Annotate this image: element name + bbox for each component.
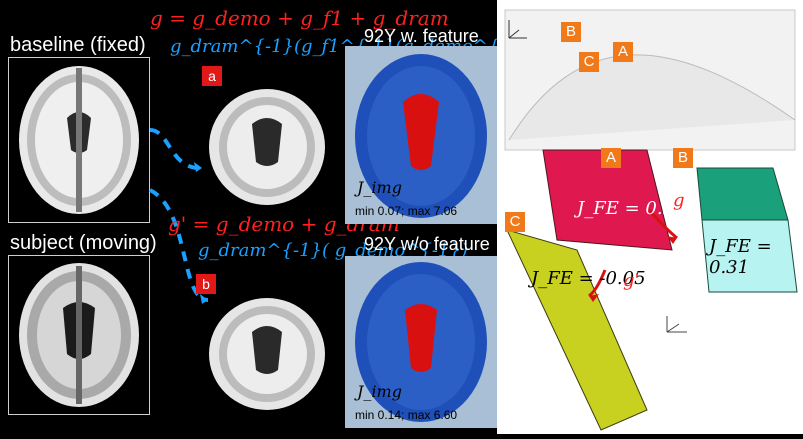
baseline-image-frame bbox=[8, 57, 150, 223]
warped-brain-a bbox=[209, 89, 325, 205]
subject-label: subject (moving) bbox=[10, 232, 157, 254]
jacobian-map-top: J_img min 0.07; max 7.06 bbox=[345, 46, 497, 224]
baseline-label: baseline (fixed) bbox=[10, 34, 146, 56]
minmax-bottom: min 0.14; max 6.60 bbox=[355, 408, 458, 422]
label-a-top: A bbox=[613, 42, 633, 62]
jacobian-map-bottom-drawing bbox=[355, 262, 487, 422]
warped-brain-b bbox=[209, 298, 325, 410]
axes-icon-small bbox=[666, 316, 687, 333]
jimg-label-bottom: J_img bbox=[357, 382, 402, 401]
label-b-top: B bbox=[561, 22, 581, 42]
subject-image-frame bbox=[8, 255, 150, 415]
jacobian-map-bottom: J_img min 0.14; max 6.60 bbox=[345, 256, 497, 428]
jimg-label-top: J_img bbox=[357, 178, 402, 197]
axes-icon bbox=[508, 20, 527, 39]
dashed-arrows bbox=[148, 128, 209, 304]
label-b-block: B bbox=[673, 148, 693, 168]
equation-g: g = g_demo + g_f1 + g_dram bbox=[150, 6, 449, 30]
fe-diagram bbox=[504, 9, 798, 431]
map-title-bottom: 92Y w/o feature bbox=[364, 234, 490, 254]
tag-a: a bbox=[202, 66, 222, 86]
label-c-block: C bbox=[505, 212, 525, 232]
block-b-top bbox=[696, 167, 789, 221]
tag-b: b bbox=[196, 274, 216, 294]
minmax-top: min 0.07; max 7.06 bbox=[355, 204, 458, 218]
jfe-c: J_FE = -0.05 bbox=[531, 268, 646, 289]
baseline-brain bbox=[19, 66, 139, 214]
block-c bbox=[506, 229, 648, 431]
subject-brain bbox=[19, 263, 139, 407]
label-a-block: A bbox=[601, 148, 621, 168]
g-label: g bbox=[673, 190, 685, 211]
jacobian-map-top-drawing bbox=[355, 54, 487, 218]
block-b-front bbox=[701, 219, 798, 293]
label-c-top: C bbox=[579, 52, 599, 72]
equation-gprime-inverse: g_dram^{-1}( g_demo^{-1}) bbox=[198, 240, 468, 261]
jfe-b: J_FE = 0.31 bbox=[709, 236, 772, 278]
gprime-label: g' bbox=[623, 270, 640, 291]
map-title-top: 92Y w. feature bbox=[364, 26, 479, 46]
right-panel: B C A A B C J_FE = 0.5 J_FE = 0.31 J_FE … bbox=[497, 0, 803, 434]
jfe-a: J_FE = 0.5 bbox=[577, 198, 674, 219]
